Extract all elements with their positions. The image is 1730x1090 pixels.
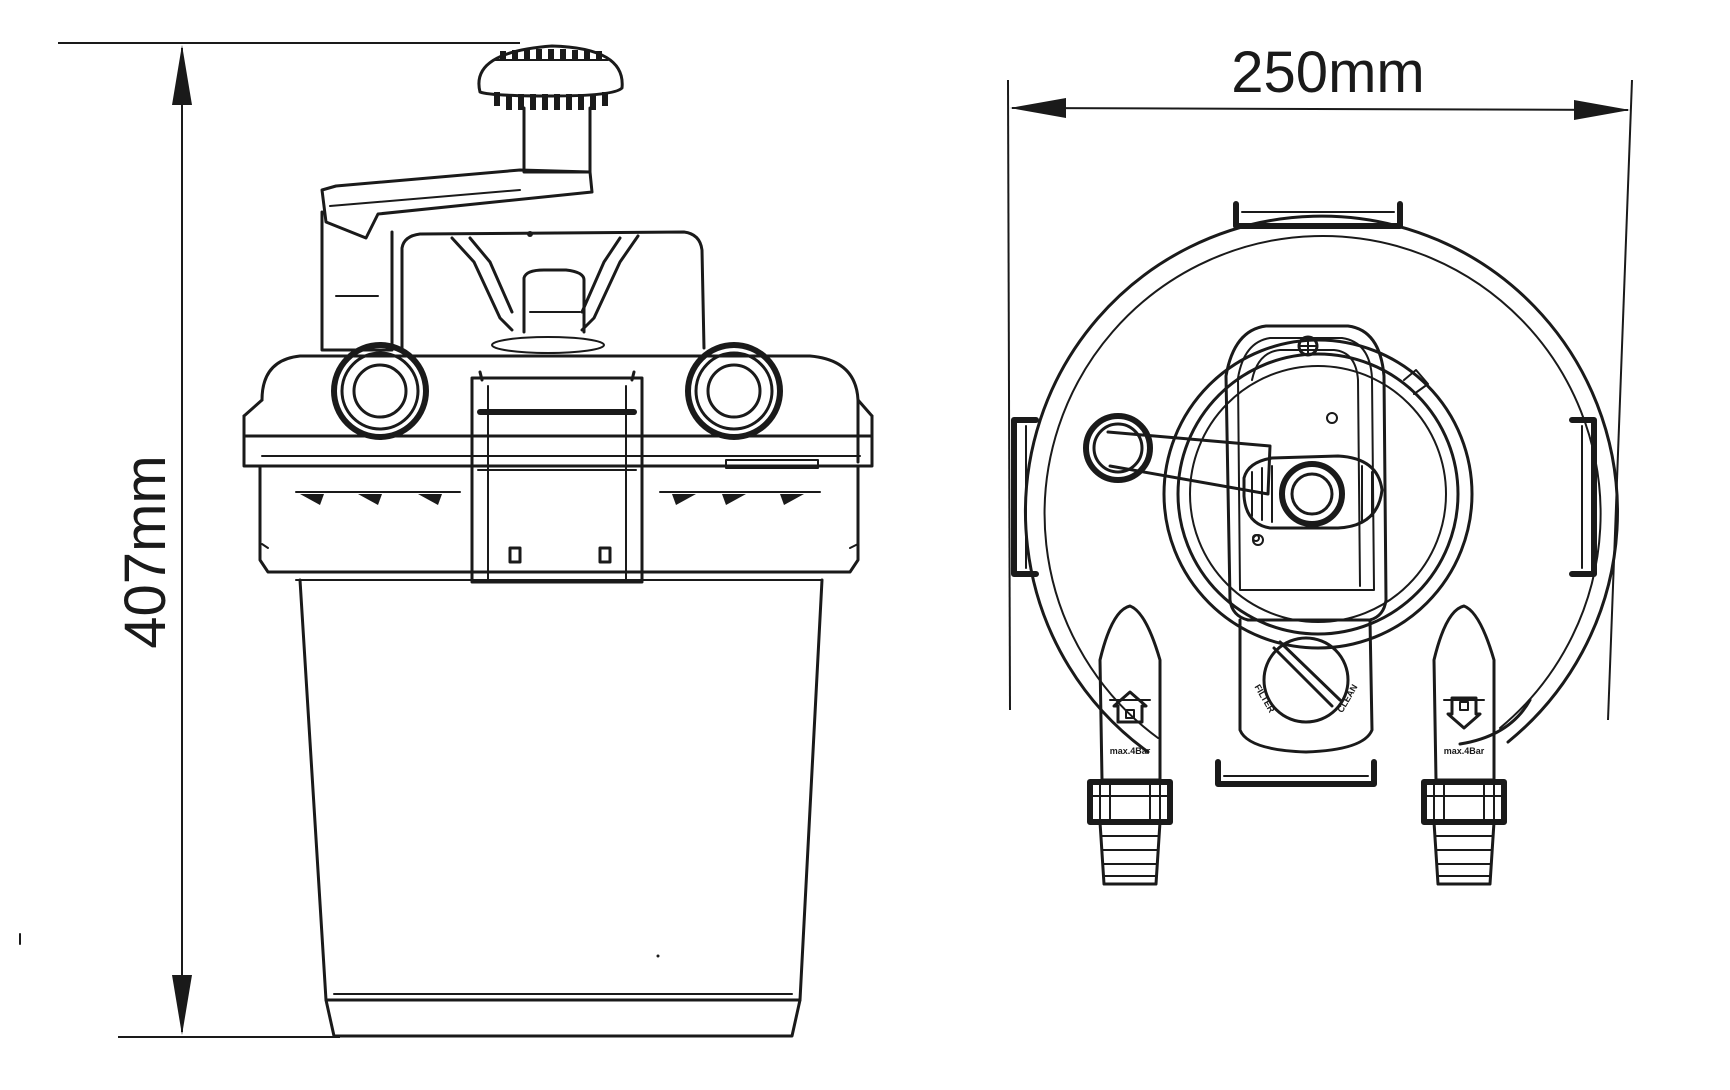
inner-rim bbox=[1043, 235, 1602, 739]
pump-cover bbox=[1224, 324, 1388, 622]
outlet-pressure-label: max.4Bar bbox=[1444, 746, 1485, 756]
port-inlet: max.4Bar bbox=[1087, 604, 1173, 886]
front-latch bbox=[470, 370, 644, 584]
canister bbox=[298, 578, 824, 1038]
height-label: 407mm bbox=[113, 455, 178, 648]
width-label: 250mm bbox=[1231, 40, 1424, 105]
width-dimension-line bbox=[1011, 107, 1629, 111]
side-port-right bbox=[685, 342, 783, 440]
width-dimension: 250mm bbox=[1007, 40, 1633, 721]
height-arrow-bottom bbox=[172, 975, 192, 1035]
crank-top bbox=[1083, 413, 1384, 530]
valve-selector: FILTER CLEAN bbox=[1238, 618, 1374, 754]
lid-body bbox=[242, 354, 874, 581]
height-dimension: 407mm bbox=[58, 42, 520, 1038]
side-view bbox=[242, 44, 874, 1038]
height-arrow-top bbox=[172, 45, 192, 105]
side-port-left bbox=[331, 342, 429, 440]
width-extension-left bbox=[1007, 79, 1011, 711]
port-outlet: max.4Bar bbox=[1421, 604, 1507, 886]
top-view: FILTER CLEAN max.4Bar bbox=[1011, 201, 1619, 886]
outer-rim bbox=[1024, 214, 1619, 754]
valve-label-filter: FILTER bbox=[1253, 683, 1277, 715]
width-arrow-left bbox=[1010, 98, 1066, 118]
top-housing bbox=[400, 230, 706, 354]
rim-clips bbox=[1011, 201, 1597, 787]
width-arrow-right bbox=[1574, 100, 1630, 120]
crank-arm bbox=[320, 106, 594, 352]
pump-base bbox=[1162, 338, 1474, 650]
width-extension-right bbox=[1607, 79, 1633, 721]
crank-knob bbox=[477, 44, 624, 110]
inlet-pressure-label: max.4Bar bbox=[1110, 746, 1151, 756]
